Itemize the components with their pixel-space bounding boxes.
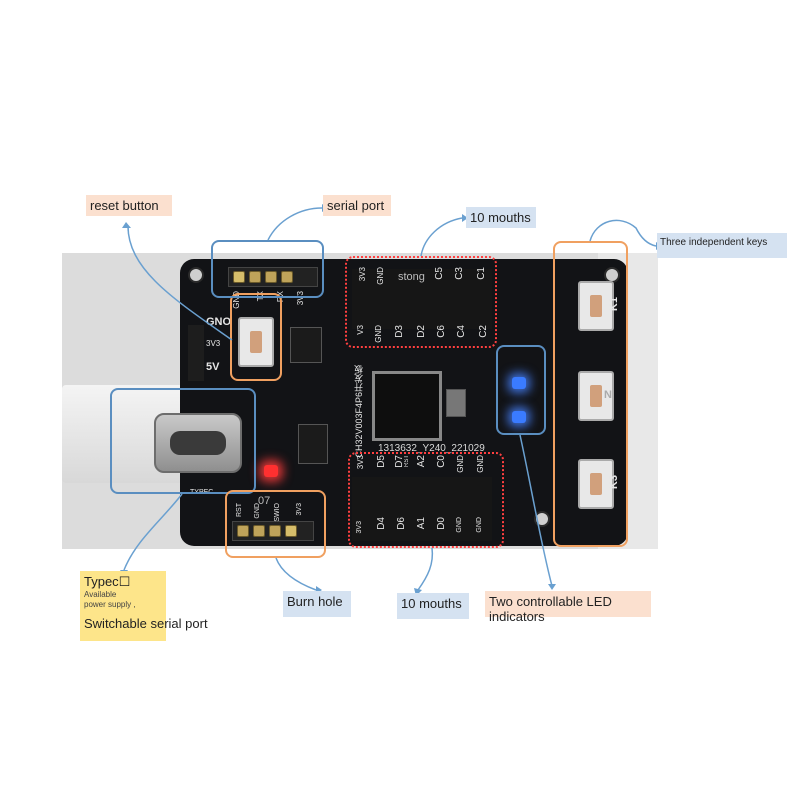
led-highlight xyxy=(496,345,546,435)
arrow-leds xyxy=(548,584,556,590)
usb-c-port xyxy=(154,413,242,473)
connector-mouths-top xyxy=(420,217,463,257)
header-pin xyxy=(253,525,265,537)
header-pin xyxy=(237,525,249,537)
power-led xyxy=(264,465,278,477)
usb-c-opening xyxy=(170,431,226,455)
callout-typec-sub1: Available xyxy=(84,590,117,599)
board-name: CH32V003F4P6开发板 xyxy=(354,365,364,458)
typec-highlight xyxy=(110,388,256,494)
callout-typec-sub3: Switchable serial port xyxy=(84,616,208,631)
header-pin xyxy=(281,271,293,283)
header-pin xyxy=(269,525,281,537)
callout-typec: Typec☐ Available power supply , xyxy=(80,571,166,641)
top-header-highlight xyxy=(345,256,497,348)
key-k1 xyxy=(578,281,614,331)
keys-highlight xyxy=(553,241,628,547)
diode-chip xyxy=(298,424,328,464)
burn-header xyxy=(232,521,314,541)
callout-mouths-bottom: 10 mouths xyxy=(397,593,469,619)
burn-overlay-text: 07 xyxy=(258,495,271,507)
key-k3 xyxy=(578,459,614,509)
connector-mouths-bottom xyxy=(417,547,434,591)
regulator-chip xyxy=(290,327,322,363)
callout-typec-title: Typec☐ xyxy=(84,574,131,589)
callout-reset-button: reset button xyxy=(86,195,172,216)
callout-mouths-top: 10 mouths xyxy=(466,207,536,228)
header-pin xyxy=(233,271,245,283)
header-pin xyxy=(249,271,261,283)
mount-hole xyxy=(534,511,550,527)
blue-led-1 xyxy=(512,377,526,389)
reset-switch xyxy=(238,317,274,367)
blue-led-2 xyxy=(512,411,526,423)
header-pin xyxy=(265,271,277,283)
silk-k2: N xyxy=(604,389,612,401)
reset-highlight xyxy=(230,293,282,381)
silk-5v: 5V xyxy=(206,361,220,373)
callout-led-indicators: Two controllable LED indicators xyxy=(485,591,651,624)
connector-burn xyxy=(275,557,317,591)
header-pin xyxy=(285,525,297,537)
callout-typec-sub2: power supply , xyxy=(84,600,136,609)
crystal xyxy=(446,389,466,417)
mcu-chip xyxy=(372,371,442,441)
burn-highlight xyxy=(225,490,326,558)
top-gpio-header xyxy=(352,269,492,329)
chip-caption: 1313632_Y240_221029 xyxy=(378,443,485,454)
bottom-header-highlight xyxy=(348,452,504,548)
callout-burn-hole: Burn hole xyxy=(283,591,351,617)
silk-gnd: GNO xyxy=(206,316,232,328)
silk-3v3: 3V3 xyxy=(206,339,221,348)
mount-hole xyxy=(188,267,204,283)
serial-header xyxy=(228,267,318,287)
callout-three-keys: Three independent keys xyxy=(657,233,787,258)
power-header xyxy=(188,325,204,381)
key-k2 xyxy=(578,371,614,421)
arrow-reset xyxy=(122,222,131,228)
bottom-gpio-header xyxy=(352,477,492,541)
serial-highlight xyxy=(211,240,324,298)
callout-serial-port: serial port xyxy=(323,195,391,216)
top-overlay-text: stong xyxy=(398,271,425,283)
connector-serial xyxy=(267,207,323,241)
